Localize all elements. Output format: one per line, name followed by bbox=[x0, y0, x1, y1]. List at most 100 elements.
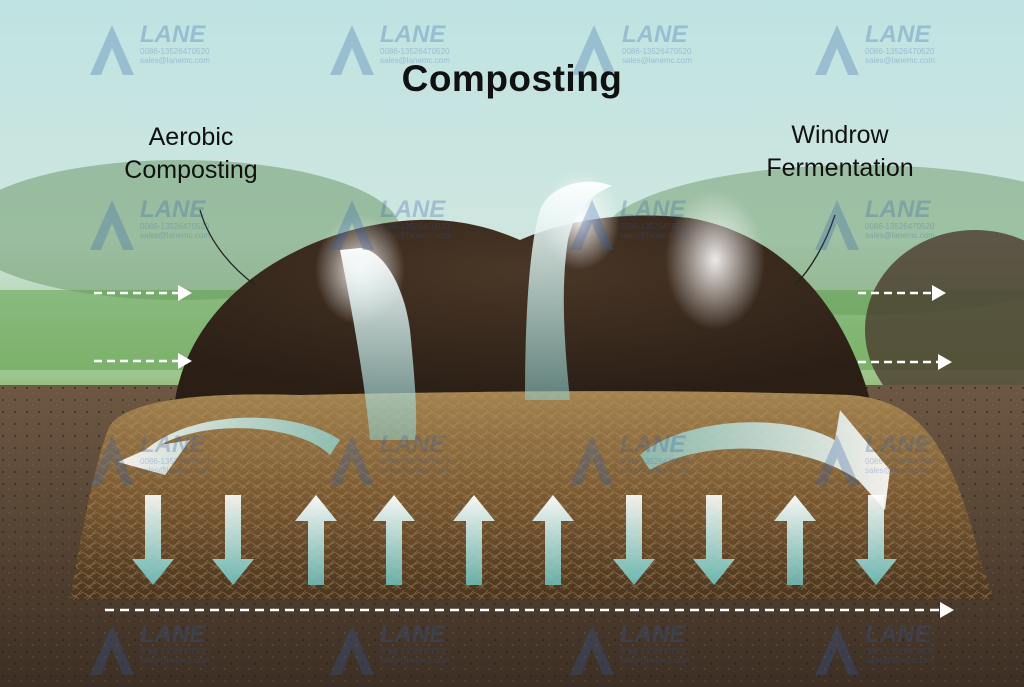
down-arrow-icon bbox=[132, 495, 174, 585]
watermark-line: 0086-13526470520 bbox=[622, 47, 692, 56]
watermark-line: sales@lanemc.com bbox=[620, 466, 690, 475]
watermark-line: sales@lanemc.com bbox=[140, 56, 210, 65]
logo-mark-icon bbox=[330, 435, 374, 485]
down-arrow-icon bbox=[693, 495, 735, 585]
up-arrow-icon bbox=[532, 495, 574, 585]
watermark-brand: LANE bbox=[865, 621, 931, 648]
watermark-line: sales@lanemc.com bbox=[620, 656, 690, 665]
watermark-line: 0086-13526470520 bbox=[380, 457, 450, 466]
watermark-line: sales@lanemc.com bbox=[620, 231, 690, 240]
label-line: Windrow bbox=[791, 121, 889, 149]
logo-mark-icon bbox=[90, 435, 134, 485]
rising-air-arrow bbox=[340, 248, 417, 440]
logo-mark-icon bbox=[570, 625, 614, 675]
watermark-line: 0086-13526470520 bbox=[140, 647, 210, 656]
watermark-brand: LANE bbox=[140, 621, 206, 648]
watermark-line: 0086-13526470520 bbox=[865, 222, 935, 231]
watermark-brand: LANE bbox=[620, 196, 686, 223]
watermark-line: 0086-13526470520 bbox=[620, 647, 690, 656]
logo-mark-icon bbox=[90, 200, 134, 250]
logo-mark-icon bbox=[330, 25, 374, 75]
watermark-line: 0086-13526470520 bbox=[865, 647, 935, 656]
label-line: Aerobic bbox=[148, 123, 234, 151]
watermark-line: 0086-13526470520 bbox=[620, 222, 690, 231]
watermark-brand: LANE bbox=[140, 196, 206, 223]
watermark-line: 0086-13526470520 bbox=[620, 457, 690, 466]
vertical-arrows bbox=[132, 495, 897, 585]
watermark-brand: LANE bbox=[380, 21, 446, 48]
label-aerobic-composting: Aerobic Composting bbox=[96, 121, 286, 187]
logo-mark-icon bbox=[570, 200, 614, 250]
watermark-line: 0086-13526470520 bbox=[865, 47, 935, 56]
watermark-line: sales@lanemc.com bbox=[380, 231, 450, 240]
watermark-brand: LANE bbox=[140, 431, 206, 458]
watermark-brand: LANE bbox=[620, 621, 686, 648]
rising-air-arrow bbox=[525, 181, 612, 400]
logo-mark-icon bbox=[815, 435, 859, 485]
steam-puff bbox=[665, 190, 765, 330]
airflow-arrow-bottom bbox=[105, 602, 954, 618]
watermark-line: sales@lanemc.com bbox=[865, 466, 935, 475]
airflow-arrow-left-bottom bbox=[94, 353, 192, 369]
up-arrow-icon bbox=[453, 495, 495, 585]
logo-mark-icon bbox=[330, 200, 374, 250]
logo-mark-icon bbox=[90, 625, 134, 675]
logo-mark-icon bbox=[330, 625, 374, 675]
watermark-line: sales@lanemc.com bbox=[380, 466, 450, 475]
watermark-line: sales@lanemc.com bbox=[140, 231, 210, 240]
airflow-arrow-right-bottom bbox=[858, 354, 952, 370]
watermark-brand: LANE bbox=[380, 621, 446, 648]
watermark-line: 0086-13526470520 bbox=[140, 222, 210, 231]
background-compost-pile bbox=[865, 230, 1024, 430]
watermark-line: 0086-13526470520 bbox=[380, 47, 450, 56]
watermark-line: sales@lanemc.com bbox=[140, 656, 210, 665]
watermark-brand: LANE bbox=[140, 21, 206, 48]
logo-mark-icon bbox=[572, 25, 616, 75]
up-arrow-icon bbox=[373, 495, 415, 585]
diagram-title: Composting bbox=[401, 58, 623, 99]
watermark-brand: LANE bbox=[865, 196, 931, 223]
watermark-brand: LANE bbox=[622, 21, 688, 48]
watermark-line: sales@lanemc.com bbox=[865, 656, 935, 665]
airflow-arrow-left-top bbox=[94, 285, 192, 301]
label-windrow-fermentation: Windrow Fermentation bbox=[740, 119, 940, 185]
watermark-brand: LANE bbox=[865, 21, 931, 48]
logo-mark-icon bbox=[90, 25, 134, 75]
leader-line-right bbox=[794, 214, 836, 286]
watermark-brand: LANE bbox=[380, 431, 446, 458]
watermark-line: 0086-13526470520 bbox=[865, 457, 935, 466]
curved-circulation-arrow-right bbox=[640, 410, 890, 510]
watermark-line: 0086-13526470520 bbox=[380, 647, 450, 656]
watermark-line: sales@lanemc.com bbox=[865, 56, 935, 65]
watermark-line: 0086-13526470520 bbox=[140, 47, 210, 56]
logo-mark-icon bbox=[815, 200, 859, 250]
down-arrow-icon bbox=[212, 495, 254, 585]
watermark-brand: LANE bbox=[865, 431, 931, 458]
watermark-brand: LANE bbox=[380, 196, 446, 223]
watermark-line: sales@lanemc.com bbox=[865, 231, 935, 240]
logo-mark-icon bbox=[570, 435, 614, 485]
up-arrow-icon bbox=[774, 495, 816, 585]
down-arrow-icon bbox=[855, 495, 897, 585]
watermark-line: sales@lanemc.com bbox=[380, 56, 450, 65]
up-arrow-icon bbox=[295, 495, 337, 585]
watermark-line: sales@lanemc.com bbox=[622, 56, 692, 65]
label-line: Composting bbox=[124, 156, 258, 184]
watermark-line: sales@lanemc.com bbox=[380, 656, 450, 665]
